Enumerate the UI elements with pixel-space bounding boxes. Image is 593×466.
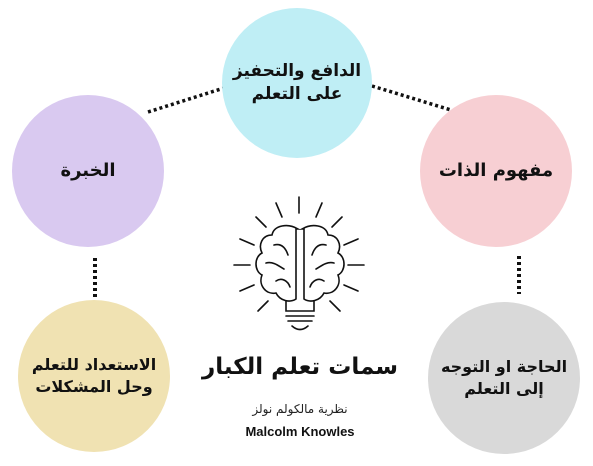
- connector-top-left: [147, 86, 225, 114]
- node-need-orientation-label: الحاجة او التوجه إلى التعلم: [440, 357, 568, 398]
- node-need-orientation: الحاجة او التوجه إلى التعلم: [428, 302, 580, 454]
- node-readiness-label: الاستعداد للتعلم وحل المشكلات: [31, 355, 157, 396]
- node-self-concept-label: مفهوم الذات: [438, 159, 554, 181]
- node-motivation: الدافع والتحفيز على التعلم: [222, 8, 372, 158]
- node-self-concept: مفهوم الذات: [420, 95, 572, 247]
- node-experience: الخبرة: [12, 95, 164, 247]
- node-experience-label: الخبرة: [60, 159, 116, 181]
- node-readiness: الاستعداد للتعلم وحل المشكلات: [18, 300, 170, 452]
- node-motivation-label: الدافع والتحفيز على التعلم: [232, 61, 362, 104]
- diagram-title: سمات تعلم الكبار: [201, 354, 398, 380]
- brain-lightbulb-icon: [233, 196, 365, 331]
- subtitle-english: Malcolm Knowles: [245, 424, 355, 439]
- subtitle-arabic: نظرية مالكولم نولز: [252, 402, 348, 416]
- connector-top-right: [371, 84, 452, 112]
